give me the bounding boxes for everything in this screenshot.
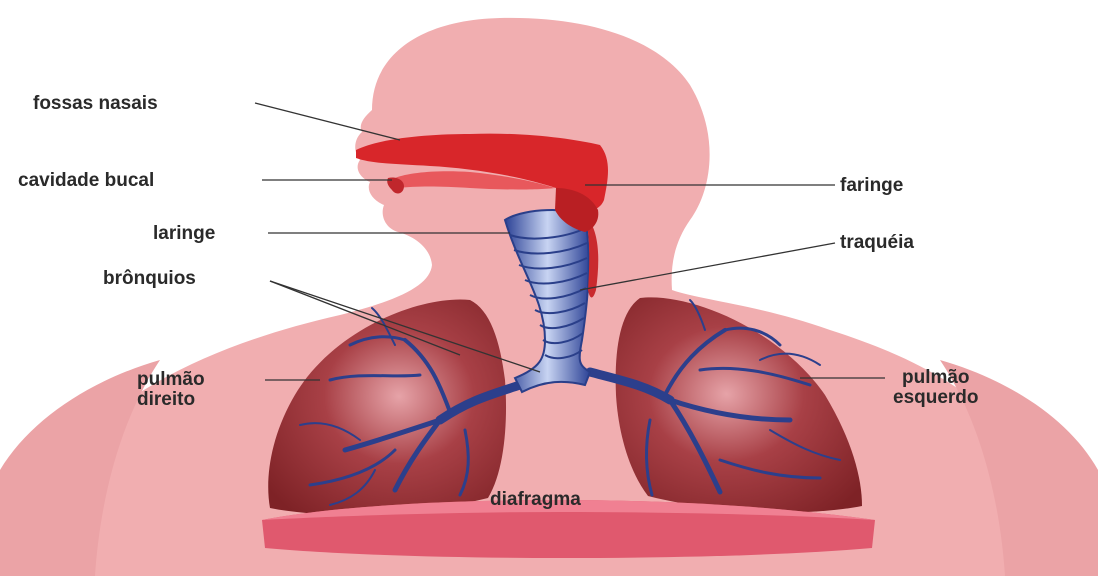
label-pulmao-direito-line2: direito	[137, 390, 205, 410]
label-diafragma: diafragma	[490, 490, 581, 509]
label-bronquios: brônquios	[103, 269, 196, 288]
label-traqueia: traquéia	[840, 233, 914, 252]
label-faringe: faringe	[840, 176, 903, 195]
label-laringe: laringe	[153, 224, 215, 243]
label-pulmao-esquerdo-line2: esquerdo	[893, 388, 979, 408]
label-pulmao-esquerdo: pulmão esquerdo	[893, 368, 979, 408]
label-pulmao-direito-line1: pulmão	[137, 370, 205, 390]
label-pulmao-esquerdo-line1: pulmão	[893, 368, 979, 388]
label-cavidade-bucal: cavidade bucal	[18, 171, 154, 190]
label-pulmao-direito: pulmão direito	[137, 370, 205, 410]
label-fossas-nasais: fossas nasais	[33, 94, 158, 113]
